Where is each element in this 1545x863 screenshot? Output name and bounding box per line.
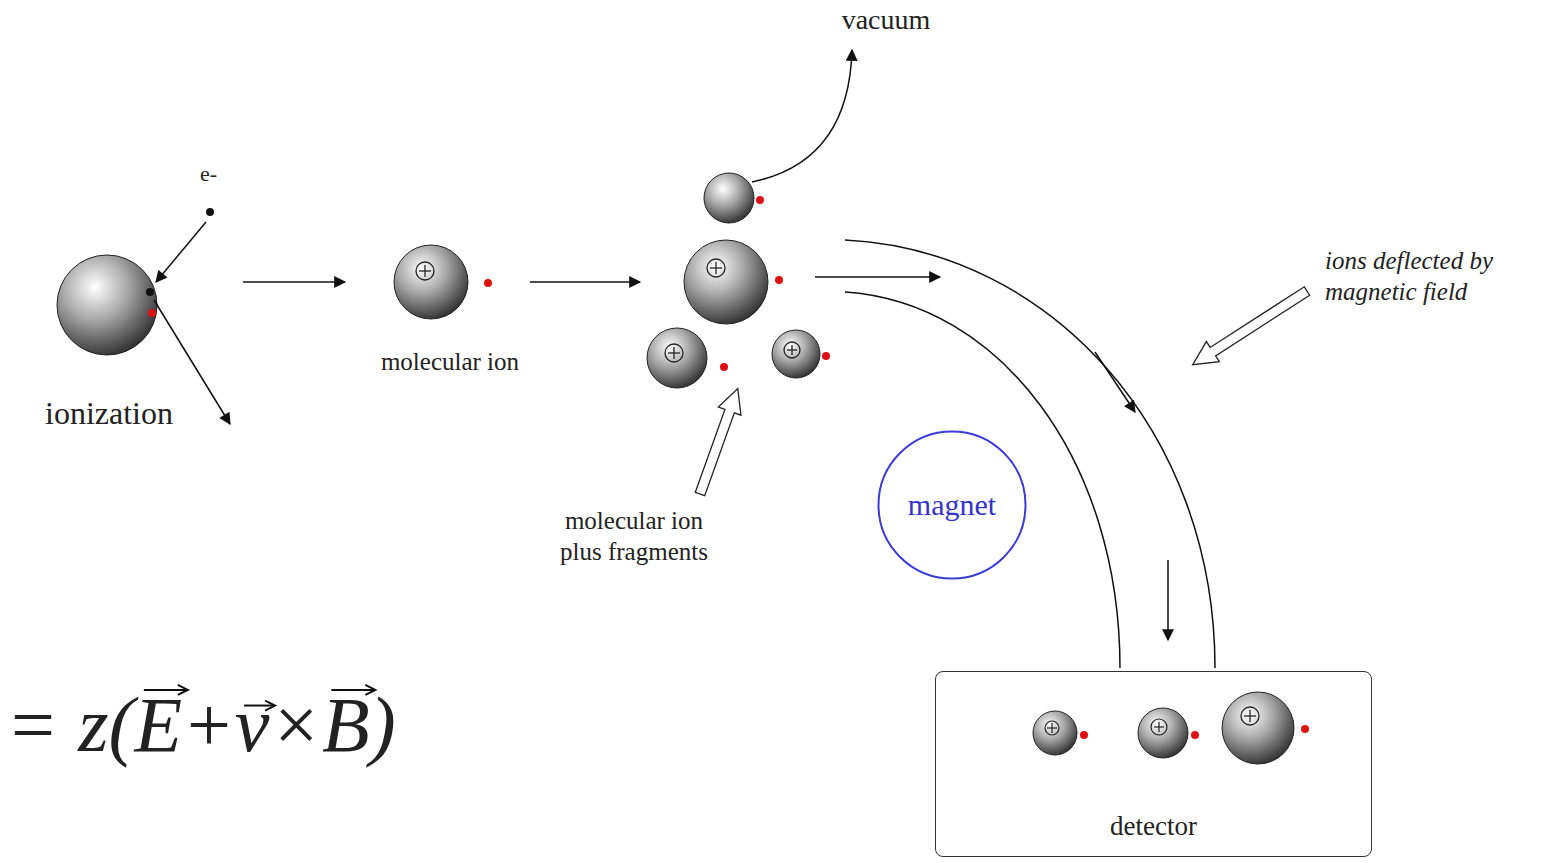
electron-label: e- <box>200 160 240 188</box>
fragments-label: molecular ion plus fragments <box>545 505 723 568</box>
flow-arrow <box>815 276 940 278</box>
flight-tube-wall <box>845 240 1215 668</box>
radical-dot <box>720 363 728 371</box>
neutral-molecule <box>57 255 157 355</box>
detector-box: detector <box>935 671 1372 857</box>
magnet-label: magnet <box>908 488 996 522</box>
deflection-label: ions deflected by magnetic field <box>1325 245 1530 308</box>
plus-charge <box>707 259 725 277</box>
plus-charge <box>1241 707 1259 725</box>
flight-tube-wall <box>845 292 1120 668</box>
radical-dot <box>775 276 783 284</box>
plus-charge <box>665 344 683 362</box>
radical-dot <box>1080 731 1088 739</box>
ionization-label: ionization <box>45 393 205 433</box>
flow-arrow <box>243 281 345 283</box>
vacuum-label: vacuum <box>836 2 936 37</box>
flow-arrow <box>1167 560 1169 640</box>
pointer-arrow <box>1186 281 1313 375</box>
molecular-ion-sphere <box>684 240 768 324</box>
pointer-arrow <box>689 385 749 499</box>
electron-arrow <box>156 222 206 282</box>
radical-dot <box>484 279 492 287</box>
plus-charge <box>1151 719 1167 735</box>
flow-arrow <box>1095 352 1135 412</box>
molecular-ion-sphere <box>394 245 468 319</box>
magnet-circle: magnet <box>877 430 1027 580</box>
lorentz-formula: = z(E+v×B) <box>6 686 396 764</box>
radical-dot <box>1191 731 1199 739</box>
flow-arrow <box>530 281 640 283</box>
plus-charge <box>784 342 800 358</box>
electron-dot <box>206 208 214 216</box>
radical-dot <box>148 309 156 317</box>
vacuum-arrow <box>752 50 852 182</box>
detected-ion <box>1222 692 1294 764</box>
detected-ion <box>1033 711 1077 755</box>
radical-dot <box>756 196 764 204</box>
molecular-ion-label: molecular ion <box>355 346 545 377</box>
electron-dot <box>146 288 154 296</box>
detector-label: detector <box>1110 811 1197 842</box>
fragment-ion <box>772 330 820 378</box>
radical-dot <box>822 352 830 360</box>
detected-ion <box>1138 708 1188 758</box>
plus-charge <box>416 262 434 280</box>
radical-dot <box>1301 725 1309 733</box>
plus-charge <box>1045 721 1059 735</box>
magnet-outline <box>879 432 1026 579</box>
neutral-fragment <box>704 173 754 223</box>
fragment-ion <box>647 328 707 388</box>
